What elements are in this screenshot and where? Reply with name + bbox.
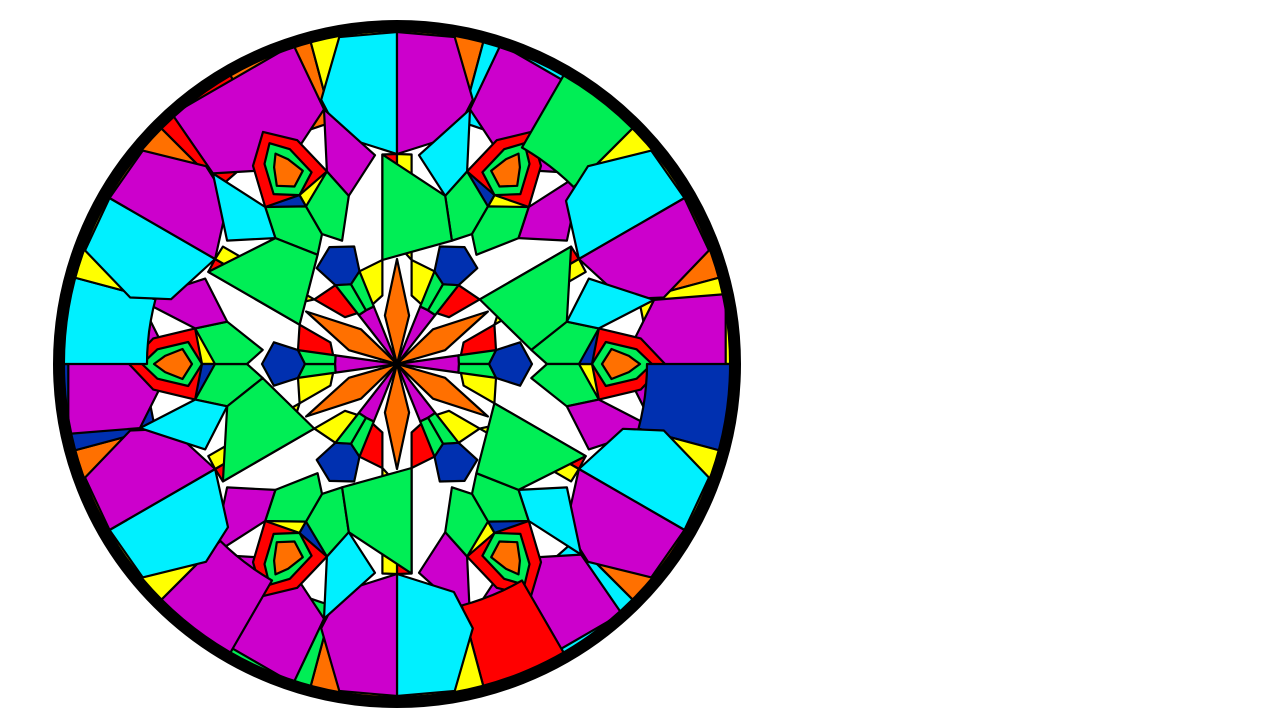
center-gem (457, 362, 498, 379)
spoke-side (475, 402, 587, 491)
middle-green (530, 362, 601, 408)
center-gem (334, 411, 368, 445)
middle-shard (517, 486, 583, 556)
star-point (383, 257, 411, 366)
middle-shard (565, 277, 656, 330)
star-point (383, 362, 411, 471)
center-gem (426, 283, 460, 317)
star-point (395, 362, 489, 418)
middle-shard (211, 172, 277, 242)
middle-green (194, 320, 264, 366)
spoke-side (381, 153, 453, 262)
star-point (305, 362, 399, 418)
center-gem (349, 270, 375, 312)
window-center (490, 540, 522, 576)
middle-shard (322, 108, 377, 197)
window-center (273, 540, 304, 576)
star-point (395, 310, 489, 366)
center-gem (419, 416, 445, 458)
window-center (273, 152, 304, 188)
mandala-pattern (59, 26, 735, 702)
window-center (600, 347, 642, 381)
star-point (305, 310, 399, 366)
middle-green (470, 205, 530, 256)
middle-shard (138, 398, 229, 451)
outer-ring (53, 20, 741, 708)
middle-green (444, 486, 490, 558)
spoke-side (478, 245, 573, 351)
spoke-side (221, 377, 316, 483)
middle-shard (417, 108, 472, 197)
middle-green (264, 472, 324, 523)
window-center (490, 152, 522, 188)
window-center (152, 347, 194, 381)
middle-shard (322, 531, 377, 620)
center-gem (296, 349, 337, 366)
spoke-side (341, 466, 413, 575)
middle-green (304, 170, 350, 242)
spoke-side (207, 237, 319, 326)
